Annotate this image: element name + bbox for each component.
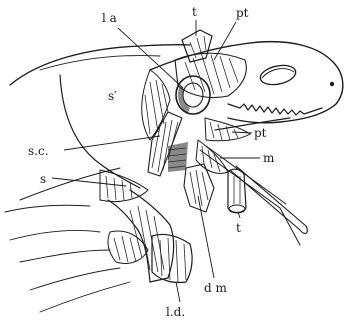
pterygoid-hatching xyxy=(210,122,238,140)
label-dm: d m xyxy=(204,281,227,295)
label-s-prime: s′ xyxy=(108,89,117,103)
leader-dm xyxy=(198,196,214,278)
leader-ld xyxy=(176,282,180,302)
label-la: l a xyxy=(102,11,117,25)
s-muscle-hatching xyxy=(106,176,132,200)
limb-bundle xyxy=(108,231,148,264)
shoulder-hatching xyxy=(145,80,168,134)
nostril xyxy=(330,82,334,86)
label-t-low: t xyxy=(236,221,241,235)
dissection-drawing xyxy=(5,30,343,312)
upper-jaw xyxy=(228,104,322,115)
dorsal-outline-inner xyxy=(40,56,160,70)
lower-tendon-cap xyxy=(229,205,245,213)
leader-sc xyxy=(64,136,160,150)
limb-sketch-lines xyxy=(10,230,130,312)
lower-left-outline xyxy=(5,205,90,212)
lower-tendon-hatching xyxy=(234,176,240,204)
hyoid-rod-upper xyxy=(230,166,306,230)
leader-la xyxy=(118,28,183,88)
ear-ring-inner xyxy=(183,83,203,107)
label-pt-top: pt xyxy=(236,6,249,20)
label-pt-mid: pt xyxy=(254,126,267,140)
throat-muscle-m xyxy=(196,140,228,174)
leader-pt-mid xyxy=(232,132,252,133)
hyoid-rod-lower xyxy=(200,146,300,245)
label-sc: s.c. xyxy=(28,144,49,158)
leader-s xyxy=(52,178,126,186)
hyoid-rod-end xyxy=(300,226,307,233)
label-s: s xyxy=(40,172,46,186)
label-m: m xyxy=(263,151,275,165)
label-ld: l.d. xyxy=(166,305,185,319)
label-t-top: t xyxy=(192,5,197,19)
